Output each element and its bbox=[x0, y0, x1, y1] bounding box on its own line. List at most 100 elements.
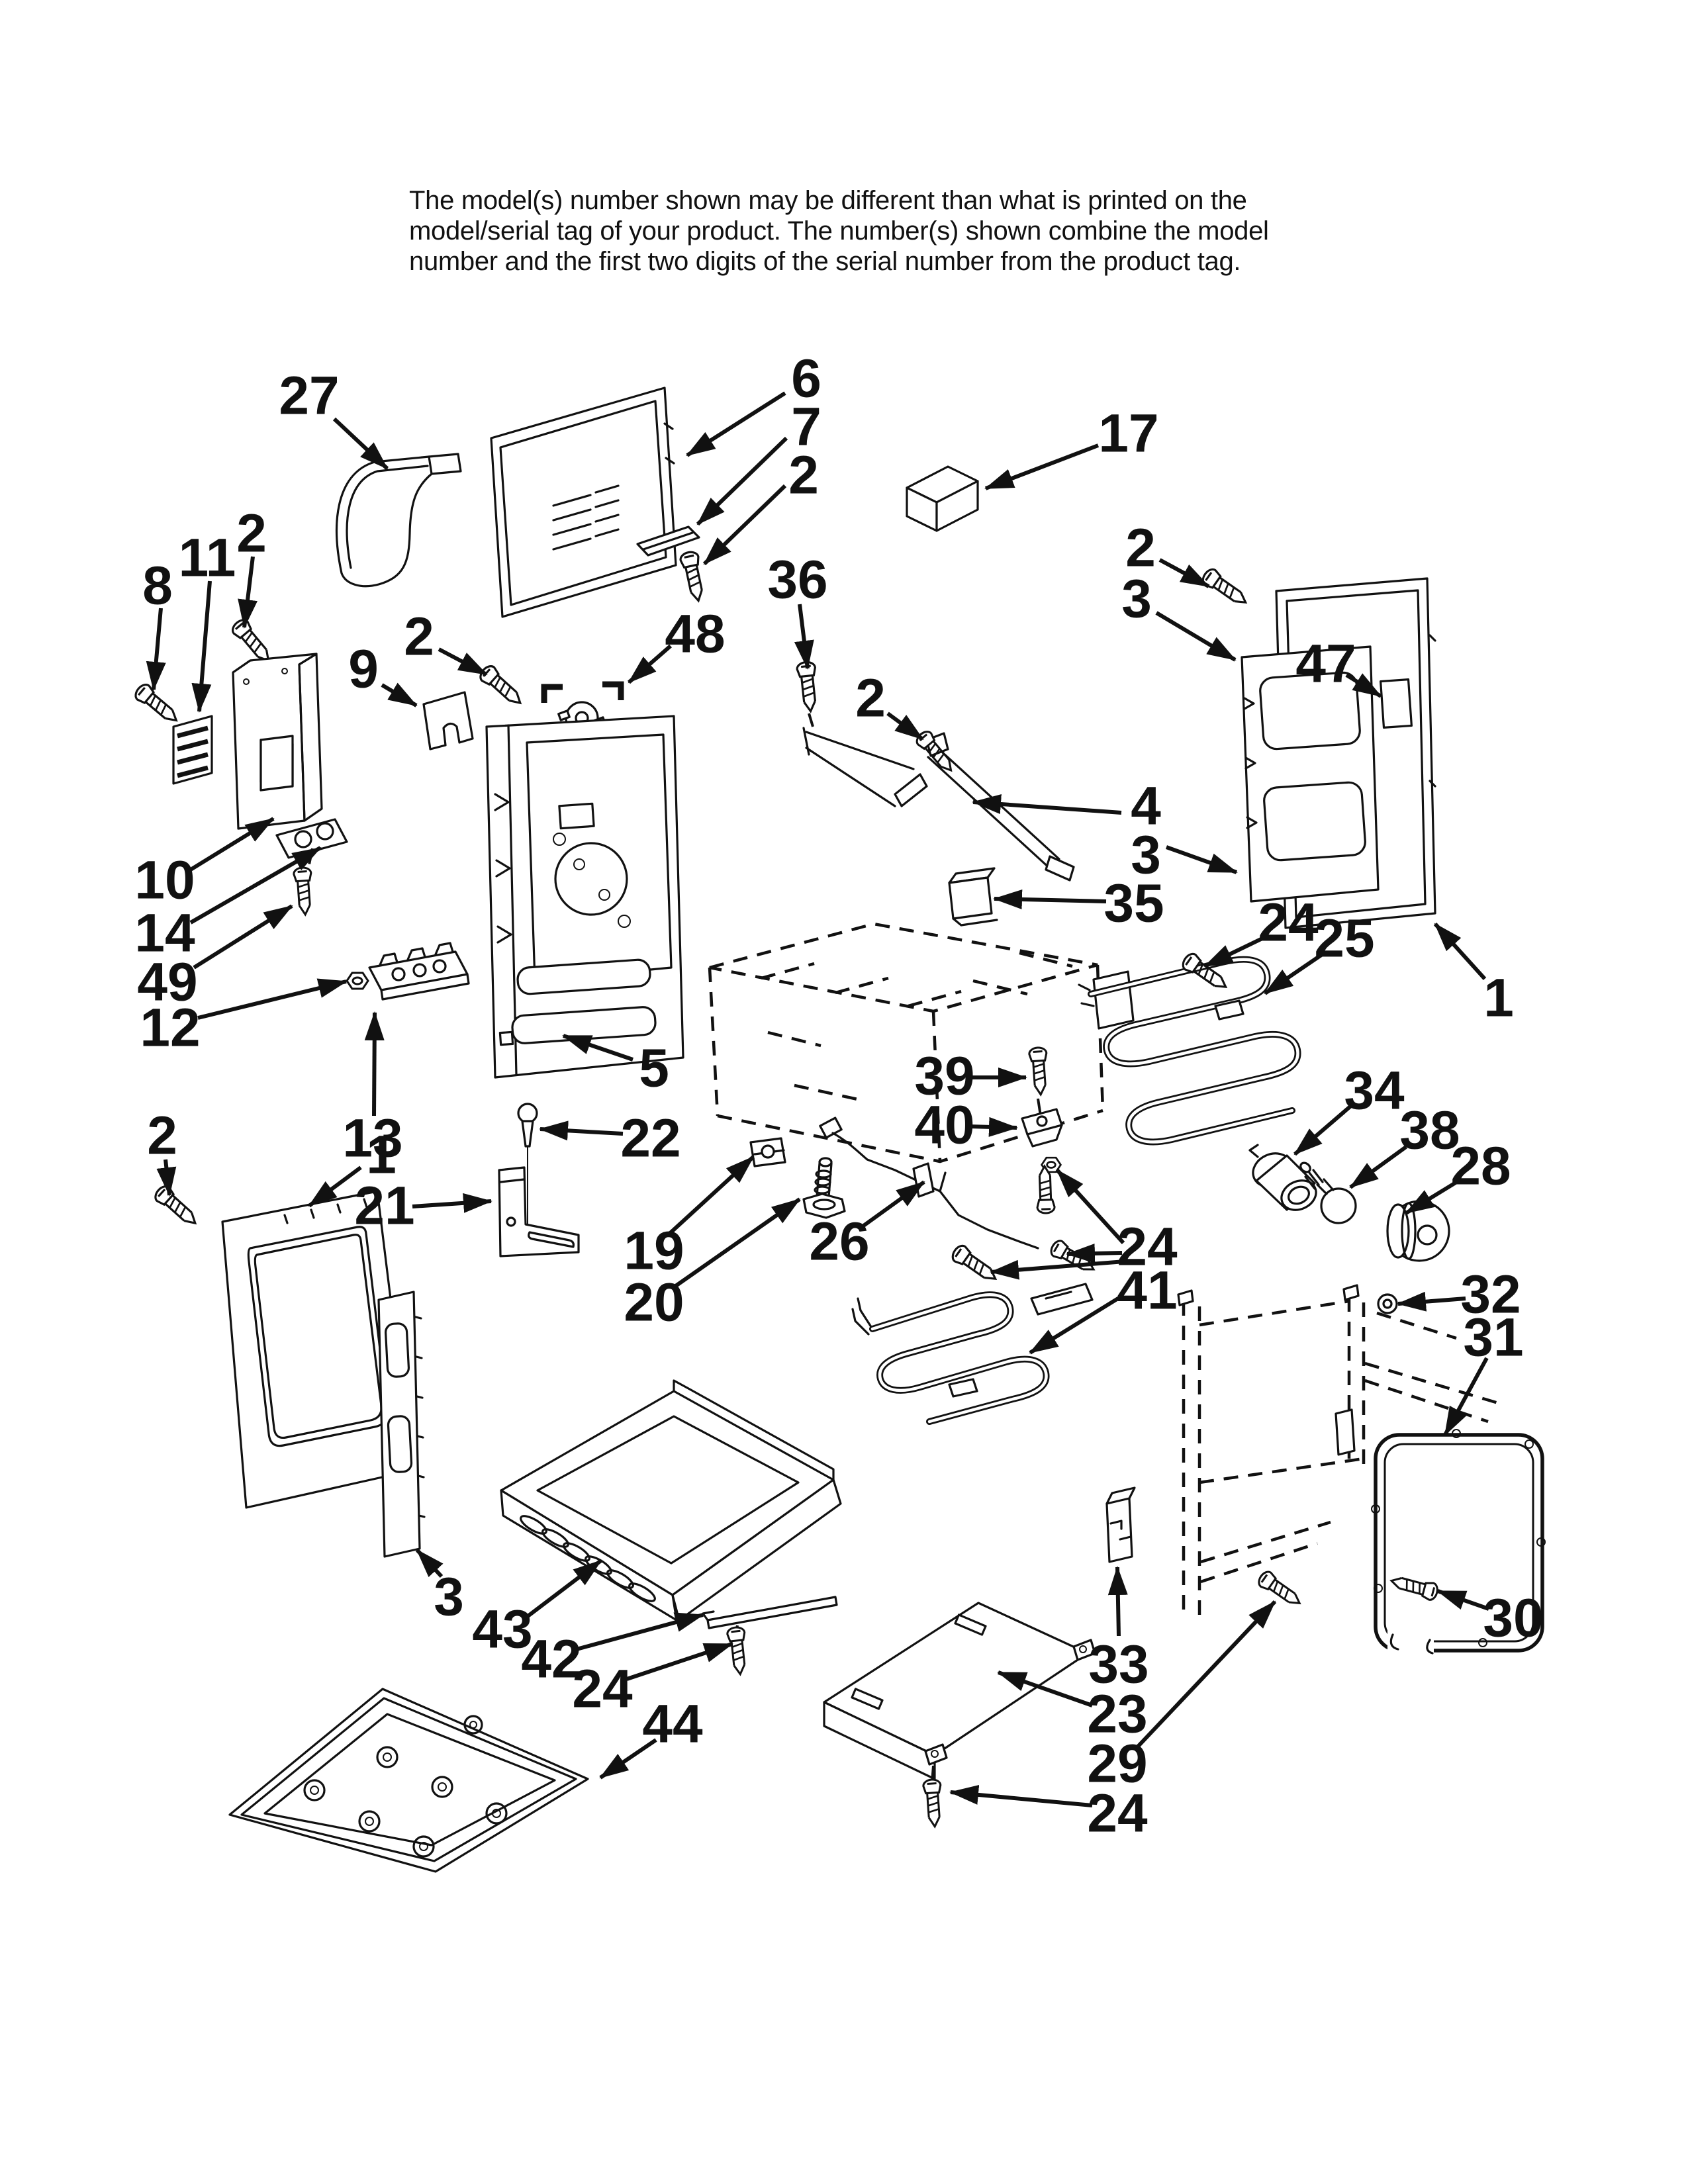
callout-number-32: 32 bbox=[1460, 1265, 1521, 1325]
callout-arrow-14 bbox=[189, 846, 322, 925]
part-38-oven-bulb bbox=[1299, 1161, 1357, 1224]
callout-arrow-3 bbox=[1165, 845, 1238, 874]
callout-number-26: 26 bbox=[809, 1212, 869, 1272]
callout-arrow-2 bbox=[238, 556, 258, 629]
callout-arrow-48 bbox=[628, 644, 672, 684]
callout-number-36: 36 bbox=[767, 550, 827, 610]
callout-2: 2 bbox=[702, 445, 819, 566]
part-19-speed-clip bbox=[749, 1137, 786, 1167]
callout-24: 24 bbox=[990, 1168, 1178, 1280]
part-17-spacer bbox=[906, 465, 979, 532]
part-oven-cavity-dashed bbox=[708, 922, 1105, 1163]
callout-number-2: 2 bbox=[1125, 518, 1156, 578]
callout-number-2: 2 bbox=[855, 668, 886, 729]
callout-number-42: 42 bbox=[521, 1629, 581, 1690]
part-13-terminal-block bbox=[368, 942, 470, 1001]
callout-arrow-3 bbox=[415, 1548, 444, 1578]
callout-3: 3 bbox=[1121, 569, 1237, 662]
part-anti-tip-bracket bbox=[802, 713, 928, 807]
callout-4: 4 bbox=[972, 776, 1161, 837]
callout-arrow-36 bbox=[794, 604, 814, 670]
callout-14: 14 bbox=[134, 846, 322, 964]
screw-24-harness bbox=[1047, 1237, 1099, 1278]
callout-1: 1 bbox=[308, 1125, 397, 1208]
part-6-rear-panel bbox=[490, 387, 677, 618]
cooktop-vent-slots bbox=[520, 1515, 656, 1602]
disclaimer-line-2: model/serial tag of your product. The nu… bbox=[409, 216, 1269, 246]
callout-arrow-30 bbox=[1436, 1589, 1489, 1611]
part-1-left-side-panel bbox=[221, 1190, 413, 1509]
callout-number-47: 47 bbox=[1295, 634, 1356, 694]
callout-number-6: 6 bbox=[791, 349, 821, 409]
callout-arrow-1 bbox=[308, 1165, 362, 1208]
callout-32: 32 bbox=[1397, 1265, 1521, 1325]
part-28-lamp-lens bbox=[1386, 1200, 1450, 1262]
callout-arrow-2 bbox=[886, 711, 924, 741]
callout-number-4: 4 bbox=[1131, 776, 1161, 837]
callout-2: 2 bbox=[855, 668, 924, 741]
callout-38: 38 bbox=[1349, 1101, 1460, 1189]
callout-arrow-2 bbox=[702, 484, 787, 566]
callout-39: 39 bbox=[914, 1046, 1027, 1107]
callout-arrow-49 bbox=[193, 904, 293, 970]
callout-3: 3 bbox=[1131, 825, 1238, 886]
callout-30: 30 bbox=[1436, 1588, 1544, 1649]
callout-2: 2 bbox=[1125, 518, 1210, 588]
part-21-sensor-bracket bbox=[498, 1166, 580, 1257]
callout-3: 3 bbox=[415, 1548, 464, 1627]
callout-43: 43 bbox=[472, 1559, 602, 1660]
callout-12: 12 bbox=[140, 978, 348, 1058]
callout-number-30: 30 bbox=[1483, 1588, 1543, 1649]
callout-36: 36 bbox=[767, 550, 828, 670]
base-pan-feet bbox=[303, 1715, 508, 1858]
part-42-trim-strip bbox=[702, 1596, 838, 1633]
part-3-right-heat-shield bbox=[1241, 645, 1380, 903]
callout-number-44: 44 bbox=[642, 1694, 703, 1754]
callout-arrow-4 bbox=[972, 794, 1122, 815]
callout-arrow-20 bbox=[671, 1197, 801, 1291]
part-5-back-panel bbox=[485, 715, 684, 1079]
callout-arrow-22 bbox=[539, 1120, 624, 1141]
callout-25: 25 bbox=[1264, 909, 1375, 995]
callout-number-43: 43 bbox=[472, 1600, 532, 1660]
callout-number-40: 40 bbox=[914, 1095, 974, 1156]
callout-number-27: 27 bbox=[279, 366, 339, 426]
callout-arrow-8 bbox=[146, 608, 166, 691]
callout-number-24: 24 bbox=[1258, 893, 1319, 953]
callout-number-23: 23 bbox=[1087, 1684, 1147, 1745]
screw-24-cooktop bbox=[726, 1625, 750, 1676]
callout-24: 24 bbox=[572, 1642, 733, 1719]
screw-24-upper bbox=[1035, 1165, 1056, 1214]
callout-number-1: 1 bbox=[1483, 968, 1514, 1028]
callout-number-20: 20 bbox=[624, 1273, 684, 1333]
callout-5: 5 bbox=[562, 1034, 669, 1099]
callout-arrow-5 bbox=[562, 1034, 633, 1062]
callout-number-9: 9 bbox=[348, 639, 379, 700]
callout-arrow-41 bbox=[1029, 1293, 1125, 1355]
callout-24: 24 bbox=[1203, 893, 1319, 968]
screw-24-bottom bbox=[921, 1778, 945, 1829]
screw-24-bake bbox=[949, 1242, 1002, 1287]
callout-47: 47 bbox=[1295, 634, 1382, 698]
callout-34: 34 bbox=[1293, 1061, 1405, 1156]
part-32-grommet bbox=[1377, 1293, 1398, 1314]
callout-24: 24 bbox=[949, 1784, 1148, 1844]
callout-8: 8 bbox=[142, 556, 173, 691]
callout-number-41: 41 bbox=[1117, 1261, 1177, 1321]
callout-21: 21 bbox=[354, 1176, 492, 1236]
part-34-lamp-socket bbox=[1248, 1144, 1317, 1211]
rear-panel-vent-slots bbox=[552, 484, 620, 551]
callout-arrow-3 bbox=[1155, 611, 1237, 662]
callout-arrow-6 bbox=[686, 391, 786, 457]
disclaimer-line-3: number and the first two digits of the s… bbox=[409, 247, 1241, 276]
callout-number-24: 24 bbox=[572, 1659, 633, 1719]
callout-10: 10 bbox=[134, 817, 275, 911]
callout-13: 13 bbox=[342, 1011, 403, 1169]
callout-26: 26 bbox=[809, 1180, 925, 1272]
screw-2-left-panel bbox=[151, 1182, 203, 1231]
part-33-support-bracket bbox=[1105, 1486, 1136, 1563]
callout-19: 19 bbox=[624, 1155, 755, 1281]
callout-arrow-47 bbox=[1345, 673, 1382, 698]
